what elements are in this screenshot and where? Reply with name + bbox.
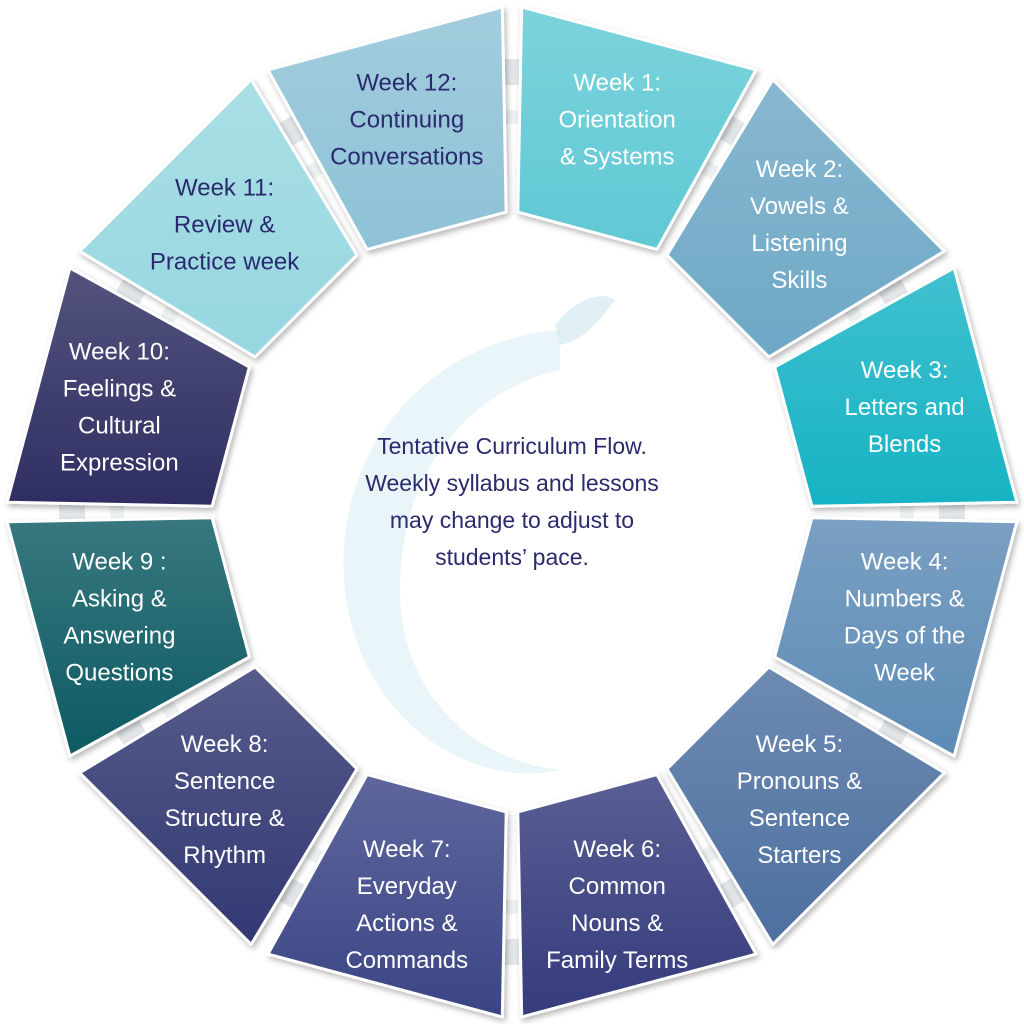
week-segment-gloss bbox=[79, 79, 357, 357]
week-segment-gloss bbox=[667, 79, 945, 357]
week-segment-gloss bbox=[267, 7, 507, 250]
week-segment-gloss bbox=[7, 267, 250, 507]
week-label-line: Feelings & bbox=[63, 375, 176, 402]
week-label-line: Review & bbox=[174, 212, 275, 239]
segments-group: Week 1: Orientation & Systems Week 2: Vowels… bbox=[5, 5, 1019, 1019]
week-label-line: Week 11: bbox=[175, 175, 274, 202]
week-segment-1: Week 1: Orientation & Systems bbox=[516, 5, 758, 251]
week-label-line: Asking & bbox=[72, 586, 167, 613]
week-label-line: & Systems bbox=[560, 143, 675, 170]
week-label-line: Days of the bbox=[844, 623, 965, 650]
week-label-line: Letters and bbox=[845, 394, 965, 421]
week-label-line: Week 4: bbox=[861, 549, 949, 576]
week-label-line: Blends bbox=[868, 431, 941, 458]
week-label-line: Continuing bbox=[349, 106, 464, 133]
week-label-line: Week 1: bbox=[573, 69, 661, 96]
center-note: Tentative Curriculum Flow. Weekly syllab… bbox=[365, 433, 659, 570]
week-label-line: Week 8: bbox=[181, 731, 269, 758]
week-label-line: Rhythm bbox=[183, 842, 266, 869]
week-label-line: Answering bbox=[63, 623, 175, 650]
week-segment-11: Week 11: Review & Practice week bbox=[78, 78, 359, 359]
week-label-line: Sentence bbox=[749, 805, 850, 832]
week-label-line: Nouns & bbox=[571, 910, 663, 937]
week-label-line: Sentence bbox=[174, 768, 275, 795]
week-segment-gloss bbox=[517, 774, 757, 1017]
week-label-line: Practice week bbox=[150, 249, 300, 276]
week-segment-gloss bbox=[79, 667, 357, 945]
week-label-line: Actions & bbox=[356, 910, 457, 937]
week-segment-gloss bbox=[267, 774, 507, 1017]
week-segment-gloss bbox=[667, 667, 945, 945]
week-segment-gloss bbox=[774, 517, 1017, 757]
week-label-line: Commands bbox=[345, 947, 468, 974]
week-label-line: Week bbox=[874, 660, 936, 687]
week-label-line: Listening bbox=[751, 230, 847, 257]
week-segment-gloss bbox=[7, 517, 250, 757]
week-label-line: Week 9 : bbox=[72, 549, 166, 576]
week-label-line: Week 5: bbox=[756, 731, 844, 758]
background-ring-inner bbox=[110, 110, 914, 914]
week-segment-gloss bbox=[774, 267, 1017, 507]
week-label-line: Week 3: bbox=[861, 357, 949, 384]
week-label-line: Week 2: bbox=[756, 156, 844, 183]
week-label: Week 1: Orientation & Systems bbox=[558, 69, 675, 170]
week-label-line: Week 10: bbox=[69, 338, 170, 365]
week-label-line: Skills bbox=[771, 267, 827, 294]
week-label-line: Week 6: bbox=[573, 836, 661, 863]
week-label-line: Pronouns & bbox=[737, 768, 862, 795]
week-label-line: Expression bbox=[60, 449, 179, 476]
week-label-line: Vowels & bbox=[750, 193, 849, 220]
background-ring bbox=[59, 59, 965, 965]
week-label: Week 11: Review & Practice week bbox=[150, 175, 300, 276]
background-decoration bbox=[59, 59, 965, 965]
week-label-line: Everyday bbox=[357, 873, 457, 900]
week-label-line: Common bbox=[569, 873, 666, 900]
week-label-line: Family Terms bbox=[546, 947, 688, 974]
week-label-line: Conversations bbox=[330, 143, 483, 170]
week-label-line: Questions bbox=[65, 660, 173, 687]
week-label-line: Numbers & bbox=[845, 586, 965, 613]
week-segment-gloss bbox=[517, 7, 757, 250]
watermark-leaf bbox=[555, 296, 615, 345]
week-label-line: Structure & bbox=[165, 805, 285, 832]
week-label-line: Week 12: bbox=[356, 69, 457, 96]
week-label-line: Week 7: bbox=[363, 836, 451, 863]
week-label-line: Cultural bbox=[78, 412, 161, 439]
week-label-line: Orientation bbox=[558, 106, 675, 133]
watermark-swirl bbox=[343, 330, 560, 774]
week-label-line: Starters bbox=[757, 842, 841, 869]
